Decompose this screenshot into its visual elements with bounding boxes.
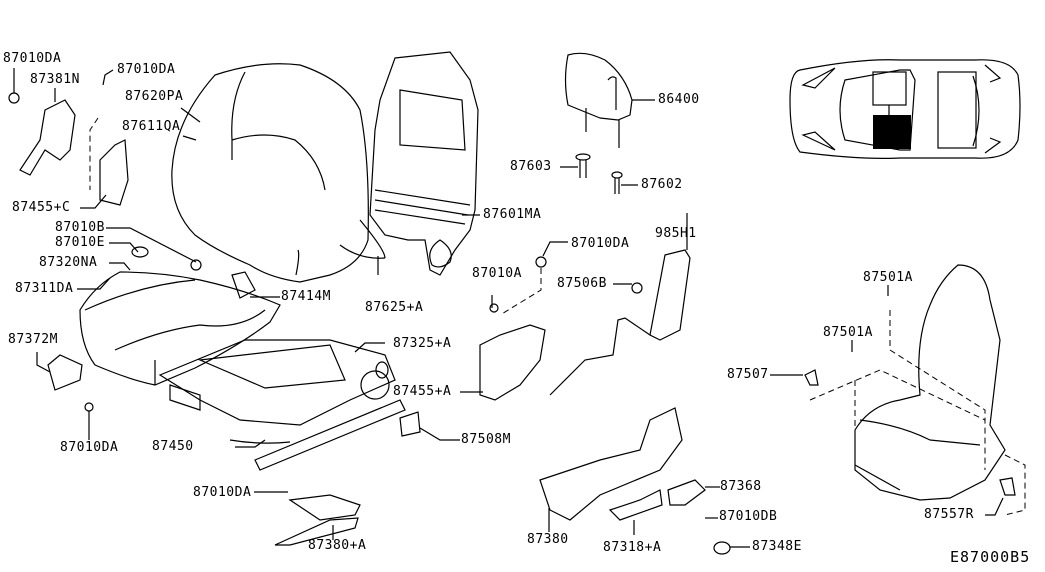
callout-87348E[interactable]: 87348E [752,539,802,554]
callout-87010DB[interactable]: 87010DB [719,509,778,524]
seatback-frame-drawing [359,51,480,276]
left-small-parts-drawing [8,92,547,546]
callout-87620PA[interactable]: 87620PA [125,89,184,104]
callout-87414M[interactable]: 87414M [281,289,331,304]
callout-87501A-lower[interactable]: 87501A [823,325,873,340]
callout-87381N[interactable]: 87381N [30,72,80,87]
callout-87455A[interactable]: 87455+A [393,384,452,399]
callout-87602[interactable]: 87602 [641,177,683,192]
callout-87501A-upper[interactable]: 87501A [863,270,913,285]
callout-87455C[interactable]: 87455+C [12,200,71,215]
callout-87010A[interactable]: 87010A [472,266,522,281]
callout-87506B[interactable]: 87506B [557,276,607,291]
callout-87625A[interactable]: 87625+A [365,300,424,315]
callout-87320NA[interactable]: 87320NA [39,255,98,270]
callout-87601MA[interactable]: 87601MA [483,207,542,222]
leader-lines [13,68,1004,548]
seat-cushion-drawing [79,271,281,386]
callout-87508M[interactable]: 87508M [461,432,511,447]
diagram-id: E87000B5 [950,548,1031,566]
callout-87507[interactable]: 87507 [727,367,769,382]
side-airbag-drawing [549,249,691,396]
callout-87380[interactable]: 87380 [527,532,569,547]
callout-87368[interactable]: 87368 [720,479,762,494]
callout-87010DA-bolt[interactable]: 87010DA [117,62,176,77]
callout-87318A[interactable]: 87318+A [603,540,662,555]
callout-87010DA-cover[interactable]: 87010DA [193,485,252,500]
headrest-drawing [564,52,655,148]
callout-87010DA-frame[interactable]: 87010DA [571,236,630,251]
callout-985H1[interactable]: 985H1 [655,226,697,241]
seat-frame-drawing [158,339,406,471]
callout-87010DA-screw[interactable]: 87010DA [3,51,62,66]
callout-87010DA-lower[interactable]: 87010DA [60,440,119,455]
headrest-guides-drawing [560,153,638,194]
callout-87372M[interactable]: 87372M [8,332,58,347]
callout-87380A[interactable]: 87380+A [308,538,367,553]
seatback-trim-drawing [171,63,386,283]
callout-87450[interactable]: 87450 [152,439,194,454]
callout-87010E[interactable]: 87010E [55,235,105,250]
callout-87557R[interactable]: 87557R [924,507,974,522]
callout-86400[interactable]: 86400 [658,92,700,107]
callout-87611QA[interactable]: 87611QA [122,119,181,134]
complete-seat-drawing [804,264,1026,516]
recliner-covers-drawing [479,324,731,555]
callout-87325A[interactable]: 87325+A [393,336,452,351]
callout-87010B[interactable]: 87010B [55,220,105,235]
seat-highlight [873,115,911,149]
callout-87603[interactable]: 87603 [510,159,552,174]
vehicle-locator-icon [789,59,1021,159]
callout-87311DA[interactable]: 87311DA [15,281,74,296]
